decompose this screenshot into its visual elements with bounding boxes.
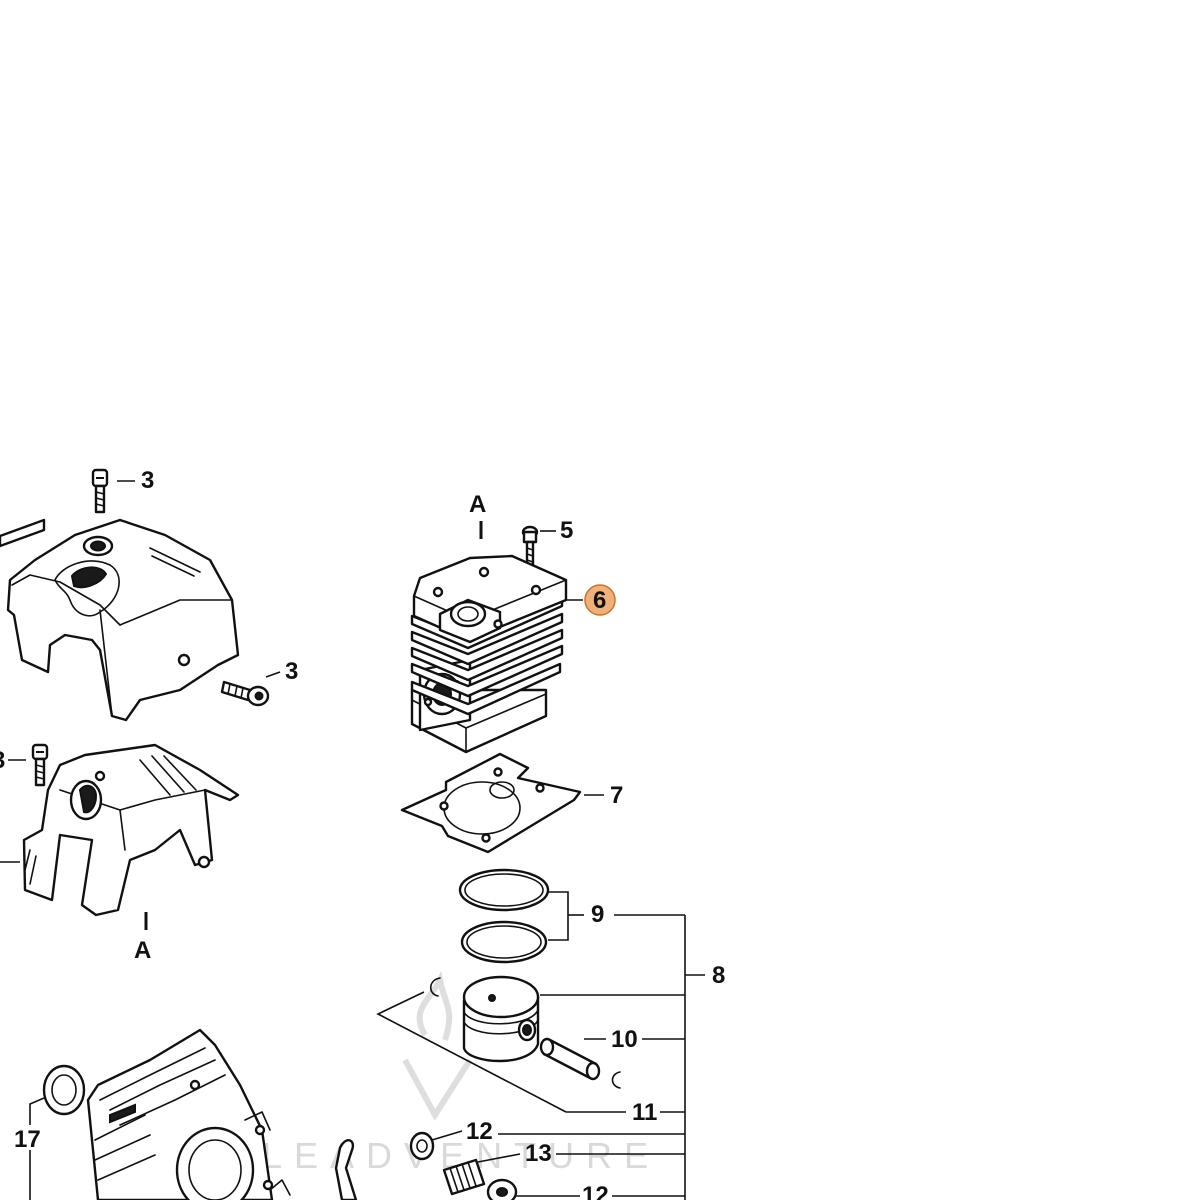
lower-shroud xyxy=(0,743,240,917)
top-cover xyxy=(0,518,240,722)
needle-bearing-13 xyxy=(442,1153,685,1196)
screw-3b xyxy=(220,671,281,707)
callout-17: 17 xyxy=(14,1126,41,1153)
screw-3c xyxy=(8,743,49,787)
section-mark-bottom-label: A xyxy=(134,937,151,964)
washer-12b xyxy=(486,1178,685,1200)
callout-5: 5 xyxy=(560,517,573,544)
section-mark-top-label: A xyxy=(469,491,486,518)
callout-3b: 3 xyxy=(285,658,298,685)
callout-10: 10 xyxy=(611,1026,638,1053)
callout-13: 13 xyxy=(525,1140,552,1167)
screw-5 xyxy=(521,525,556,568)
watermark: LEADVENTURE xyxy=(262,970,648,1176)
gasket-7 xyxy=(400,752,604,854)
callout-3a: 3 xyxy=(141,467,154,494)
cylinder-6 xyxy=(410,554,583,754)
callout-8: 8 xyxy=(712,962,725,989)
callout-12b: 12 xyxy=(582,1182,609,1200)
callout-7: 7 xyxy=(610,782,623,809)
piston-pin-10 xyxy=(539,1037,685,1081)
callout-3c: 3 xyxy=(0,747,5,774)
piston-set-bracket-8 xyxy=(540,915,705,1200)
small-gasket xyxy=(269,1139,358,1200)
callout-6: 6 xyxy=(593,587,606,614)
callout-12a: 12 xyxy=(466,1118,493,1145)
crankcase xyxy=(86,1028,274,1200)
piston-rings-9 xyxy=(458,868,685,964)
piston xyxy=(462,975,540,1063)
washer-12a xyxy=(409,1130,685,1161)
callout-9: 9 xyxy=(591,901,604,928)
screw-3a xyxy=(91,468,135,514)
callout-11: 11 xyxy=(632,1099,657,1126)
circlips-11 xyxy=(376,977,685,1113)
watermark-logo xyxy=(402,970,473,1121)
seal-17 xyxy=(29,1064,86,1200)
callout-6-highlight xyxy=(584,584,616,616)
